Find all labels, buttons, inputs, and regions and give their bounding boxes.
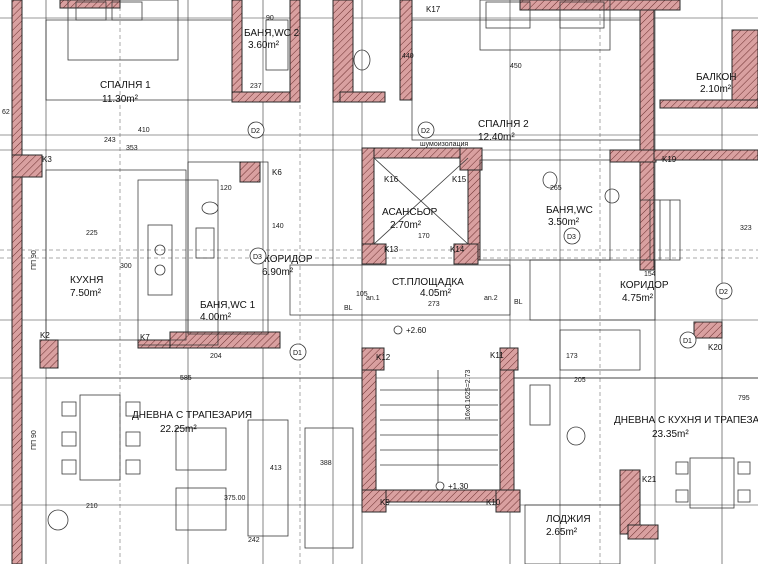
room-loggia-name: ЛОДЖИЯ	[546, 514, 591, 525]
column-tag: K17	[426, 5, 441, 14]
room-elevator-name: АСАНСЬОР	[382, 207, 438, 218]
room-corridor-left-area: 6.90m²	[262, 267, 294, 278]
misc-label: 16x0.1625=2.73	[465, 369, 472, 420]
dim-label: 375.00	[224, 495, 246, 502]
dim-label: 795	[738, 395, 750, 402]
column-tag: K11	[490, 351, 504, 360]
dim-label: 210	[86, 503, 98, 510]
room-kitchen-area: 7.50m²	[70, 288, 102, 299]
dimension-labels: 90 440 450 410 243 353 225 120 140 585 2…	[2, 15, 752, 544]
dim-label: 140	[272, 223, 284, 230]
column-tag: K20	[708, 343, 723, 352]
dim-label: 225	[86, 230, 98, 237]
dim-label: 410	[138, 127, 150, 134]
door-tag: D3	[567, 234, 576, 241]
room-living-left-name: ДНЕВНА С ТРАПЕЗАРИЯ	[132, 410, 252, 421]
room-corridor-right-name: КОРИДОР	[620, 280, 669, 291]
furniture	[47, 0, 751, 549]
dim-label: 413	[270, 465, 282, 472]
room-living-left-area: 22.25m²	[160, 424, 197, 435]
dim-label: 170	[418, 233, 430, 240]
dim-label: 173	[566, 353, 578, 360]
column-tag: K21	[642, 475, 657, 484]
room-bath-right-name: БАНЯ,WC	[546, 205, 593, 216]
room-bath2-area: 3.60m²	[248, 40, 280, 51]
dim-label: 323	[740, 225, 752, 232]
misc-label: an.2	[484, 295, 498, 302]
level-markers: +2.60 +1.30	[393, 325, 469, 491]
column-tag: K19	[662, 155, 677, 164]
door-tag: D2	[719, 289, 728, 296]
dim-label: 273	[428, 301, 440, 308]
column-tag: K15	[452, 175, 467, 184]
dim-label: 90	[266, 15, 274, 22]
column-tag: K6	[272, 168, 282, 177]
room-balcony-area: 2.10m²	[700, 84, 732, 95]
column-tag: K3	[42, 155, 52, 164]
misc-label: шумоизолация	[420, 141, 468, 148]
room-living-right-name: ДНЕВНА С КУХНЯ И ТРАПЕЗАРИ	[614, 415, 758, 426]
room-loggia-area: 2.65m²	[546, 527, 578, 538]
room-corridor-right-area: 4.75m²	[622, 293, 654, 304]
room-bath2-name: БАНЯ,WC 2	[244, 28, 300, 39]
room-labels: СПАЛНЯ 1 11.30m² БАНЯ,WC 2 3.60m² БАЛКОН…	[70, 28, 758, 538]
column-tags: K17 K3 K6 K16 K15 K13 K14 K19 K2 K7 K12 …	[40, 5, 723, 507]
room-bedroom1-area: 11.30m²	[102, 94, 139, 105]
door-markers: D2 D2 D3 D3 D2 D1 D1	[247, 121, 733, 361]
dim-label: 585	[180, 375, 192, 382]
room-balcony-name: БАЛКОН	[696, 72, 737, 83]
misc-label: an.1	[366, 295, 380, 302]
door-tag: D3	[253, 254, 262, 261]
column-tag: K9	[380, 498, 390, 507]
dim-label: 440	[402, 53, 414, 60]
level-bottom: +1.30	[448, 482, 469, 491]
room-landing-name: СТ.ПЛОЩАДКА	[392, 277, 464, 288]
dim-label: 154	[644, 271, 656, 278]
dim-label: 62	[2, 109, 10, 116]
room-kitchen-name: КУХНЯ	[70, 275, 103, 286]
walls	[11, 0, 758, 564]
room-bath1-area: 4.00m²	[200, 312, 232, 323]
dim-label: 353	[126, 145, 138, 152]
dim-label: 105	[356, 291, 368, 298]
dim-label: 120	[220, 185, 232, 192]
room-bedroom2-area: 12.40m²	[478, 132, 515, 143]
level-top: +2.60	[406, 326, 427, 335]
door-tag: D1	[683, 338, 692, 345]
column-tag: K16	[384, 175, 399, 184]
room-bedroom2-name: СПАЛНЯ 2	[478, 119, 529, 130]
dim-label: 300	[120, 263, 132, 270]
misc-label: BL	[514, 299, 523, 306]
dim-label: 450	[510, 63, 522, 70]
dim-label: 205	[574, 377, 586, 384]
dim-label: 265	[550, 185, 562, 192]
column-tag: K14	[450, 245, 465, 254]
door-tag: D2	[421, 128, 430, 135]
misc-label: ПП 90	[31, 430, 38, 450]
room-bath-right-area: 3.50m²	[548, 217, 580, 228]
partitions	[45, 19, 758, 564]
column-tag: K12	[376, 353, 391, 362]
room-bath1-name: БАНЯ,WC 1	[200, 300, 256, 311]
dim-label: 242	[248, 537, 260, 544]
column-tag: K13	[384, 245, 399, 254]
dim-label: 237	[250, 83, 262, 90]
room-elevator-area: 2.70m²	[390, 220, 422, 231]
room-landing-area: 4.05m²	[420, 288, 452, 299]
column-tag: K10	[486, 498, 501, 507]
dim-label: 204	[210, 353, 222, 360]
room-living-right-area: 23.35m²	[652, 429, 689, 440]
door-tag: D2	[251, 128, 260, 135]
door-tag: D1	[293, 350, 302, 357]
dim-label: 388	[320, 460, 332, 467]
dim-label: 243	[104, 137, 116, 144]
column-tag: K7	[140, 333, 150, 342]
column-tag: K2	[40, 331, 50, 340]
misc-label: BL	[344, 305, 353, 312]
room-bedroom1-name: СПАЛНЯ 1	[100, 80, 151, 91]
misc-label: ПП 90	[31, 250, 38, 270]
room-corridor-left-name: КОРИДОР	[264, 254, 313, 265]
